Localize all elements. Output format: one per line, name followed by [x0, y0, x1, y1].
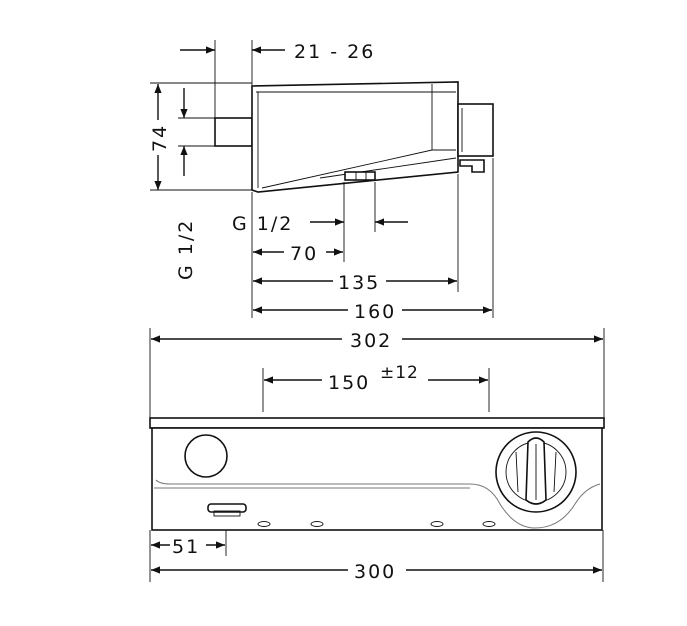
dim-150: 150 ±12	[264, 363, 488, 394]
dim-135-label: 135	[338, 272, 380, 294]
dim-160-label: 160	[354, 301, 396, 323]
dim-150-label: 150	[328, 372, 370, 394]
dim-302-label: 302	[350, 330, 392, 352]
side-body	[251, 81, 459, 193]
front-shelf	[149, 417, 605, 429]
flow-button	[184, 434, 228, 478]
inlet-pipe	[214, 117, 253, 147]
dim-51-label: 51	[172, 536, 200, 558]
front-outlet	[207, 503, 247, 517]
dim-inlet-thread-label: G 1/2	[175, 219, 197, 280]
front-view	[149, 417, 605, 531]
side-outlet	[344, 171, 376, 181]
dim-51: 51	[151, 536, 225, 558]
side-view	[214, 81, 494, 193]
dim-height: 74	[149, 84, 171, 190]
mount-hole	[482, 521, 496, 527]
dim-70-label: 70	[290, 243, 318, 265]
dim-height-label: 74	[149, 124, 171, 152]
front-extension-lines	[149, 328, 605, 582]
side-knob	[457, 103, 494, 157]
dim-302: 302	[151, 330, 603, 352]
dim-wall-gap-label: 21 - 26	[294, 41, 375, 63]
dim-150-tolerance: ±12	[380, 363, 419, 383]
mount-hole	[257, 521, 271, 527]
dim-160: 160	[253, 301, 492, 323]
dim-135: 135	[253, 272, 457, 294]
dim-300-label: 300	[354, 561, 396, 583]
dim-300: 300	[151, 561, 602, 583]
mount-hole	[430, 521, 444, 527]
dim-inlet-thread: G 1/2	[175, 88, 197, 280]
thermostat-dial	[495, 431, 577, 513]
dim-outlet-thread-label: G 1/2	[232, 213, 293, 235]
dim-wall-gap: 21 - 26	[180, 41, 375, 63]
dim-70: 70	[253, 243, 343, 265]
mount-hole	[310, 521, 324, 527]
dim-outlet-thread: G 1/2	[232, 213, 408, 235]
